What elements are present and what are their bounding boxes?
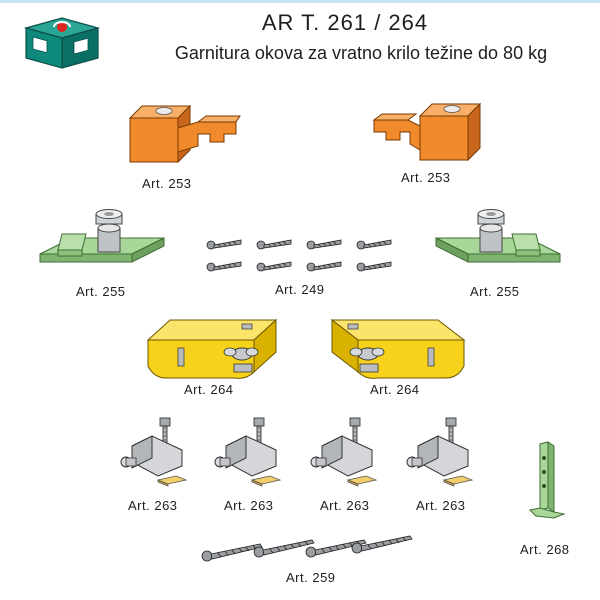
suspension-bolt-bracket-icon <box>404 414 480 490</box>
stopper-bar-icon <box>526 440 566 520</box>
part-label: Art. 255 <box>470 284 520 299</box>
guide-roller-plate-icon <box>36 209 168 276</box>
page-subtitle: Garnitura okova za vratno krilo težine d… <box>174 43 548 63</box>
guide-roller-plate-icon <box>432 209 564 276</box>
short-screws-icon <box>205 235 395 279</box>
page-title: AR T. 261 / 264 <box>261 10 429 35</box>
suspension-bolt-bracket-icon <box>118 414 194 490</box>
part-label: Art. 259 <box>286 570 336 585</box>
part-label: Art. 264 <box>370 382 420 397</box>
part-label: Art. 249 <box>275 282 325 297</box>
part-label: Art. 255 <box>76 284 126 299</box>
part-label: Art. 263 <box>128 498 178 513</box>
part-label: Art. 263 <box>224 498 274 513</box>
top-divider-line <box>0 0 600 3</box>
suspension-bolt-bracket-icon <box>212 414 288 490</box>
brand-logo-icon <box>18 12 106 72</box>
part-label: Art. 253 <box>401 170 451 185</box>
carriage-block-icon <box>372 98 484 162</box>
part-label: Art. 264 <box>184 382 234 397</box>
carriage-block-icon <box>128 100 241 164</box>
part-label: Art. 253 <box>142 176 192 191</box>
part-label: Art. 263 <box>320 498 370 513</box>
hanger-bracket-icon <box>330 312 466 384</box>
part-label: Art. 263 <box>416 498 466 513</box>
part-label: Art. 268 <box>520 542 570 557</box>
suspension-bolt-bracket-icon <box>308 414 384 490</box>
long-screws-icon <box>200 530 420 570</box>
hanger-bracket-icon <box>146 312 278 384</box>
